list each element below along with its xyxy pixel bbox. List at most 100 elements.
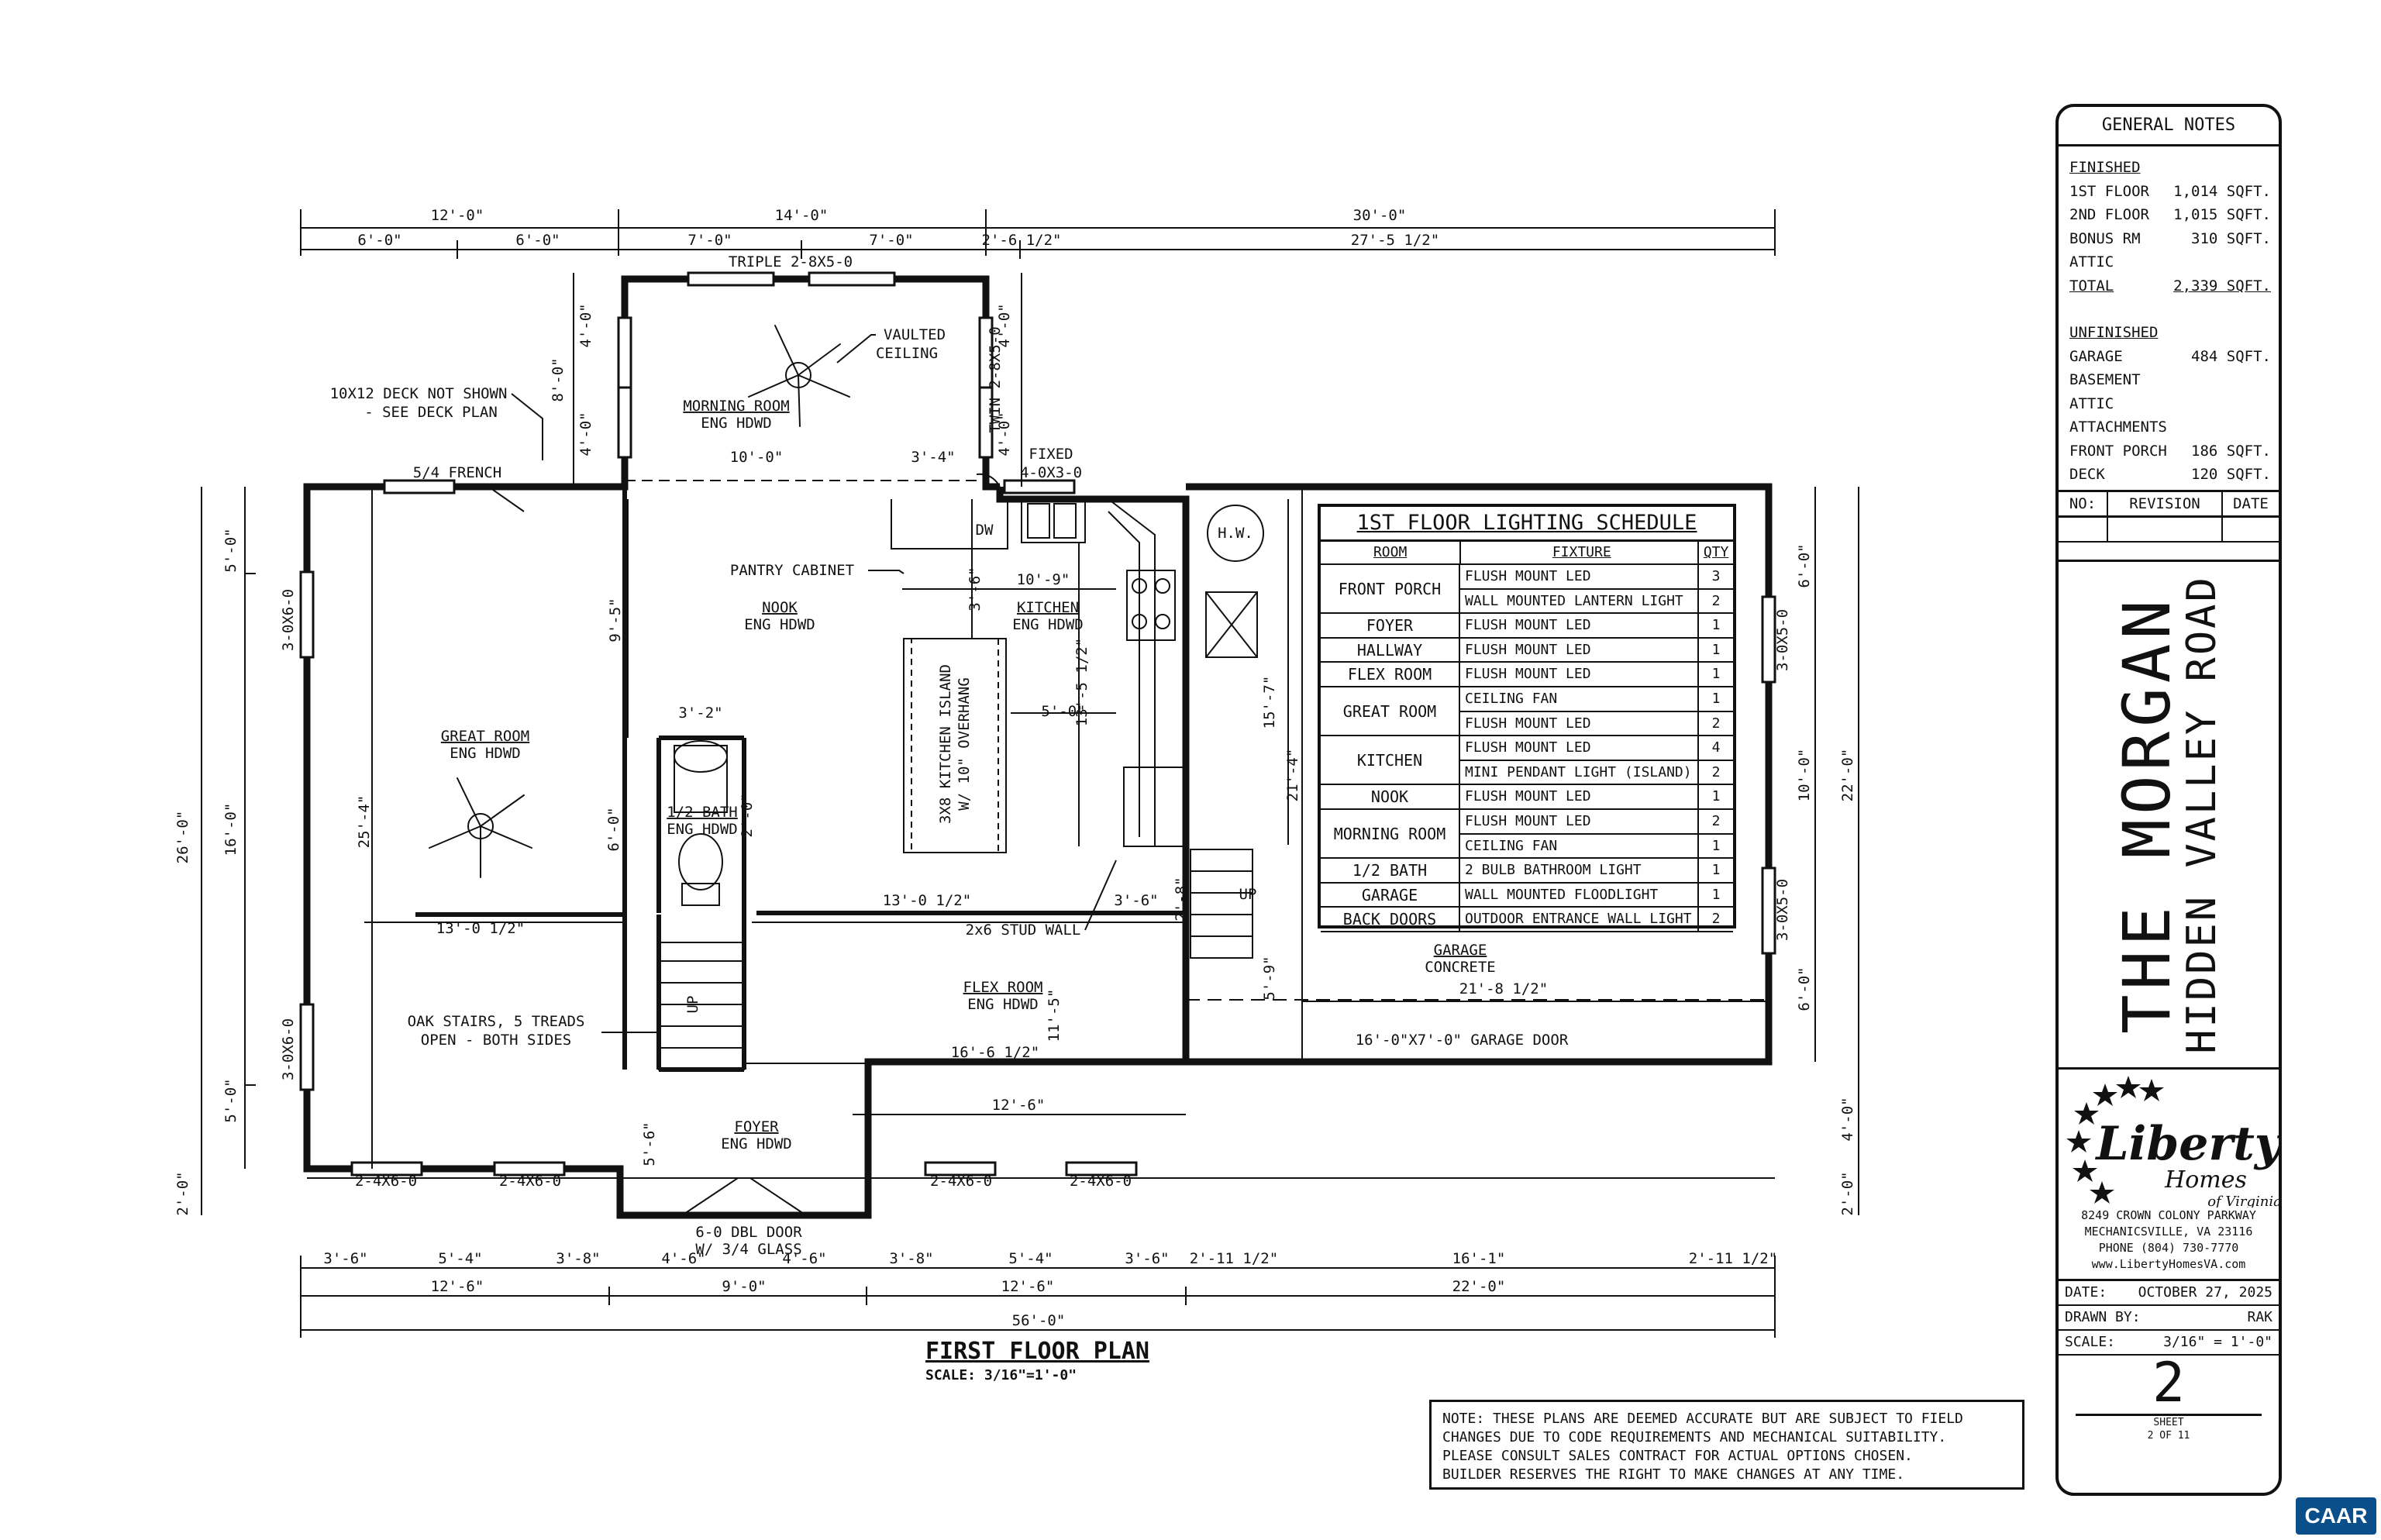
dim-label: 7'-0" xyxy=(687,232,732,249)
dim-label: 2'-0" xyxy=(174,1171,191,1215)
sqft-value: 186 SQFT. xyxy=(2191,442,2271,460)
schedule-header: ROOM FIXTURE QTY xyxy=(1321,542,1733,565)
rev-no: NO: xyxy=(2059,491,2108,515)
col-room: ROOM xyxy=(1321,542,1462,563)
project-road: HIDDEN VALLEY ROAD xyxy=(2179,575,2225,1054)
total-row: TOTAL 2,339 SQFT. xyxy=(2069,274,2271,298)
general-notes-header: GENERAL NOTES xyxy=(2059,107,2279,146)
schedule-qty: 1 xyxy=(1711,641,1721,658)
dim-label: 3'-6" xyxy=(967,567,984,611)
schedule-room: 1/2 BATH xyxy=(1321,859,1460,882)
stairs-note: OPEN - BOTH SIDES xyxy=(421,1032,571,1049)
dim-label: 3'-8" xyxy=(889,1250,933,1267)
schedule-fixture: FLUSH MOUNT LED xyxy=(1460,614,1699,637)
schedule-qty: 1 xyxy=(1711,837,1721,854)
schedule-fixture: FLUSH MOUNT LED xyxy=(1460,565,1699,588)
sqft-value: 484 SQFT. xyxy=(2191,347,2271,365)
dim-label: 3'-8" xyxy=(556,1250,600,1267)
stud-wall-label: 2x6 STUD WALL xyxy=(966,922,1081,939)
dim-label: 4'-6" xyxy=(661,1250,705,1267)
revision-rows xyxy=(2059,517,2279,543)
window-label: 2-4X6-0 xyxy=(1070,1173,1132,1190)
dim-label: 13'-5 1/2" xyxy=(1073,638,1091,726)
dim-label: 9'-0" xyxy=(722,1278,766,1295)
drawing-meta: DATE:OCTOBER 27, 2025 DRAWN BY:RAK SCALE… xyxy=(2059,1279,2279,1356)
window-label: 3-0X5-0 xyxy=(1774,609,1791,671)
schedule-fixture: 2 BULB BATHROOM LIGHT xyxy=(1460,859,1699,882)
sqft-label: 2ND FLOOR xyxy=(2069,206,2149,223)
sqft-value: 1,014 SQFT. xyxy=(2173,182,2271,200)
dim-label: 5'-9" xyxy=(1261,956,1278,1000)
dim-label: 22'-0" xyxy=(1452,1278,1506,1295)
dim-label: 4'-0" xyxy=(577,412,594,456)
dim-label: 12'-6" xyxy=(431,1278,484,1295)
nook-floor: ENG HDWD xyxy=(744,616,815,633)
dim-label: 5'-0" xyxy=(222,1078,239,1122)
dim-label: 2'-0" xyxy=(739,793,756,837)
sheet-box: 2 SHEET 2 OF 11 xyxy=(2059,1352,2279,1442)
logo-text: of Virginia xyxy=(2207,1194,2279,1208)
col-qty: QTY xyxy=(1703,544,1729,560)
dim-label: 4'-0" xyxy=(996,412,1013,456)
schedule-fixture: FLUSH MOUNT LED xyxy=(1460,663,1699,686)
dim-label: 14'-0" xyxy=(775,207,829,224)
dim-label: 5'-0" xyxy=(222,528,239,572)
scale-label: SCALE: xyxy=(2065,1334,2116,1350)
ceiling-fan-icon xyxy=(429,777,532,878)
schedule-title: 1ST FLOOR LIGHTING SCHEDULE xyxy=(1321,507,1733,542)
half-bath-floor: ENG HDWD xyxy=(667,821,738,838)
up-arrow-label: UP xyxy=(684,996,701,1014)
total-label: TOTAL xyxy=(2069,277,2114,295)
plan-title: FIRST FLOOR PLAN xyxy=(925,1338,1149,1365)
garage-floor: CONCRETE xyxy=(1425,959,1496,976)
dim-label: 9'-5" xyxy=(607,598,624,642)
schedule-qty: 1 xyxy=(1711,690,1721,707)
twin-window-label: TWIN 2-8X5-0 xyxy=(987,326,1004,432)
sqft-label: ATTIC xyxy=(2069,253,2114,270)
address-line: www.LibertyHomesVA.com xyxy=(2091,1257,2246,1271)
schedule-qty: 1 xyxy=(1711,788,1721,805)
unfinished-heading: UNFINISHED xyxy=(2069,324,2159,341)
revision-row xyxy=(2059,517,2279,543)
dim-label: 4'-0" xyxy=(996,303,1013,347)
dim-label: 2'-11 1/2" xyxy=(1190,1250,1278,1267)
col-fixture: FIXTURE xyxy=(1461,542,1700,563)
sqft-label: GARAGE xyxy=(2069,347,2123,365)
project-name: THE MORGAN xyxy=(2109,595,2185,1034)
sqft-label: BASEMENT xyxy=(2069,371,2141,388)
sqft-value: 1,015 SQFT. xyxy=(2173,206,2271,223)
island-label: 3X8 KITCHEN ISLAND xyxy=(937,664,954,824)
sqft-row: 2ND FLOOR 1,015 SQFT. xyxy=(2069,203,2271,227)
great-room-floor: ENG HDWD xyxy=(450,745,521,762)
dim-label: 16'-1" xyxy=(1452,1250,1506,1267)
drawn-value: RAK xyxy=(2247,1309,2272,1325)
sqft-row: ATTIC xyxy=(2069,392,2271,416)
vaulted-label: VAULTED xyxy=(884,326,946,343)
schedule-room: FLEX ROOM xyxy=(1321,663,1460,686)
dishwasher-label: DW xyxy=(976,522,994,539)
island-overhang: W/ 10" OVERHANG xyxy=(956,677,973,811)
dim-label: 30'-0" xyxy=(1353,207,1407,224)
dim-label: 6'-0" xyxy=(357,232,401,249)
dim-label: 12'-0" xyxy=(431,207,484,224)
schedule-fixture: FLUSH MOUNT LED xyxy=(1460,711,1699,736)
great-room-label: GREAT ROOM xyxy=(441,728,529,745)
morning-room-label: MORNING ROOM xyxy=(683,398,789,415)
water-heater-label: H.W. xyxy=(1218,525,1253,542)
schedule-room: KITCHEN xyxy=(1321,736,1460,784)
stars-icon: Liberty Homes of Virginia xyxy=(2066,1076,2285,1210)
dim-label: 2'-8" xyxy=(1173,877,1190,921)
